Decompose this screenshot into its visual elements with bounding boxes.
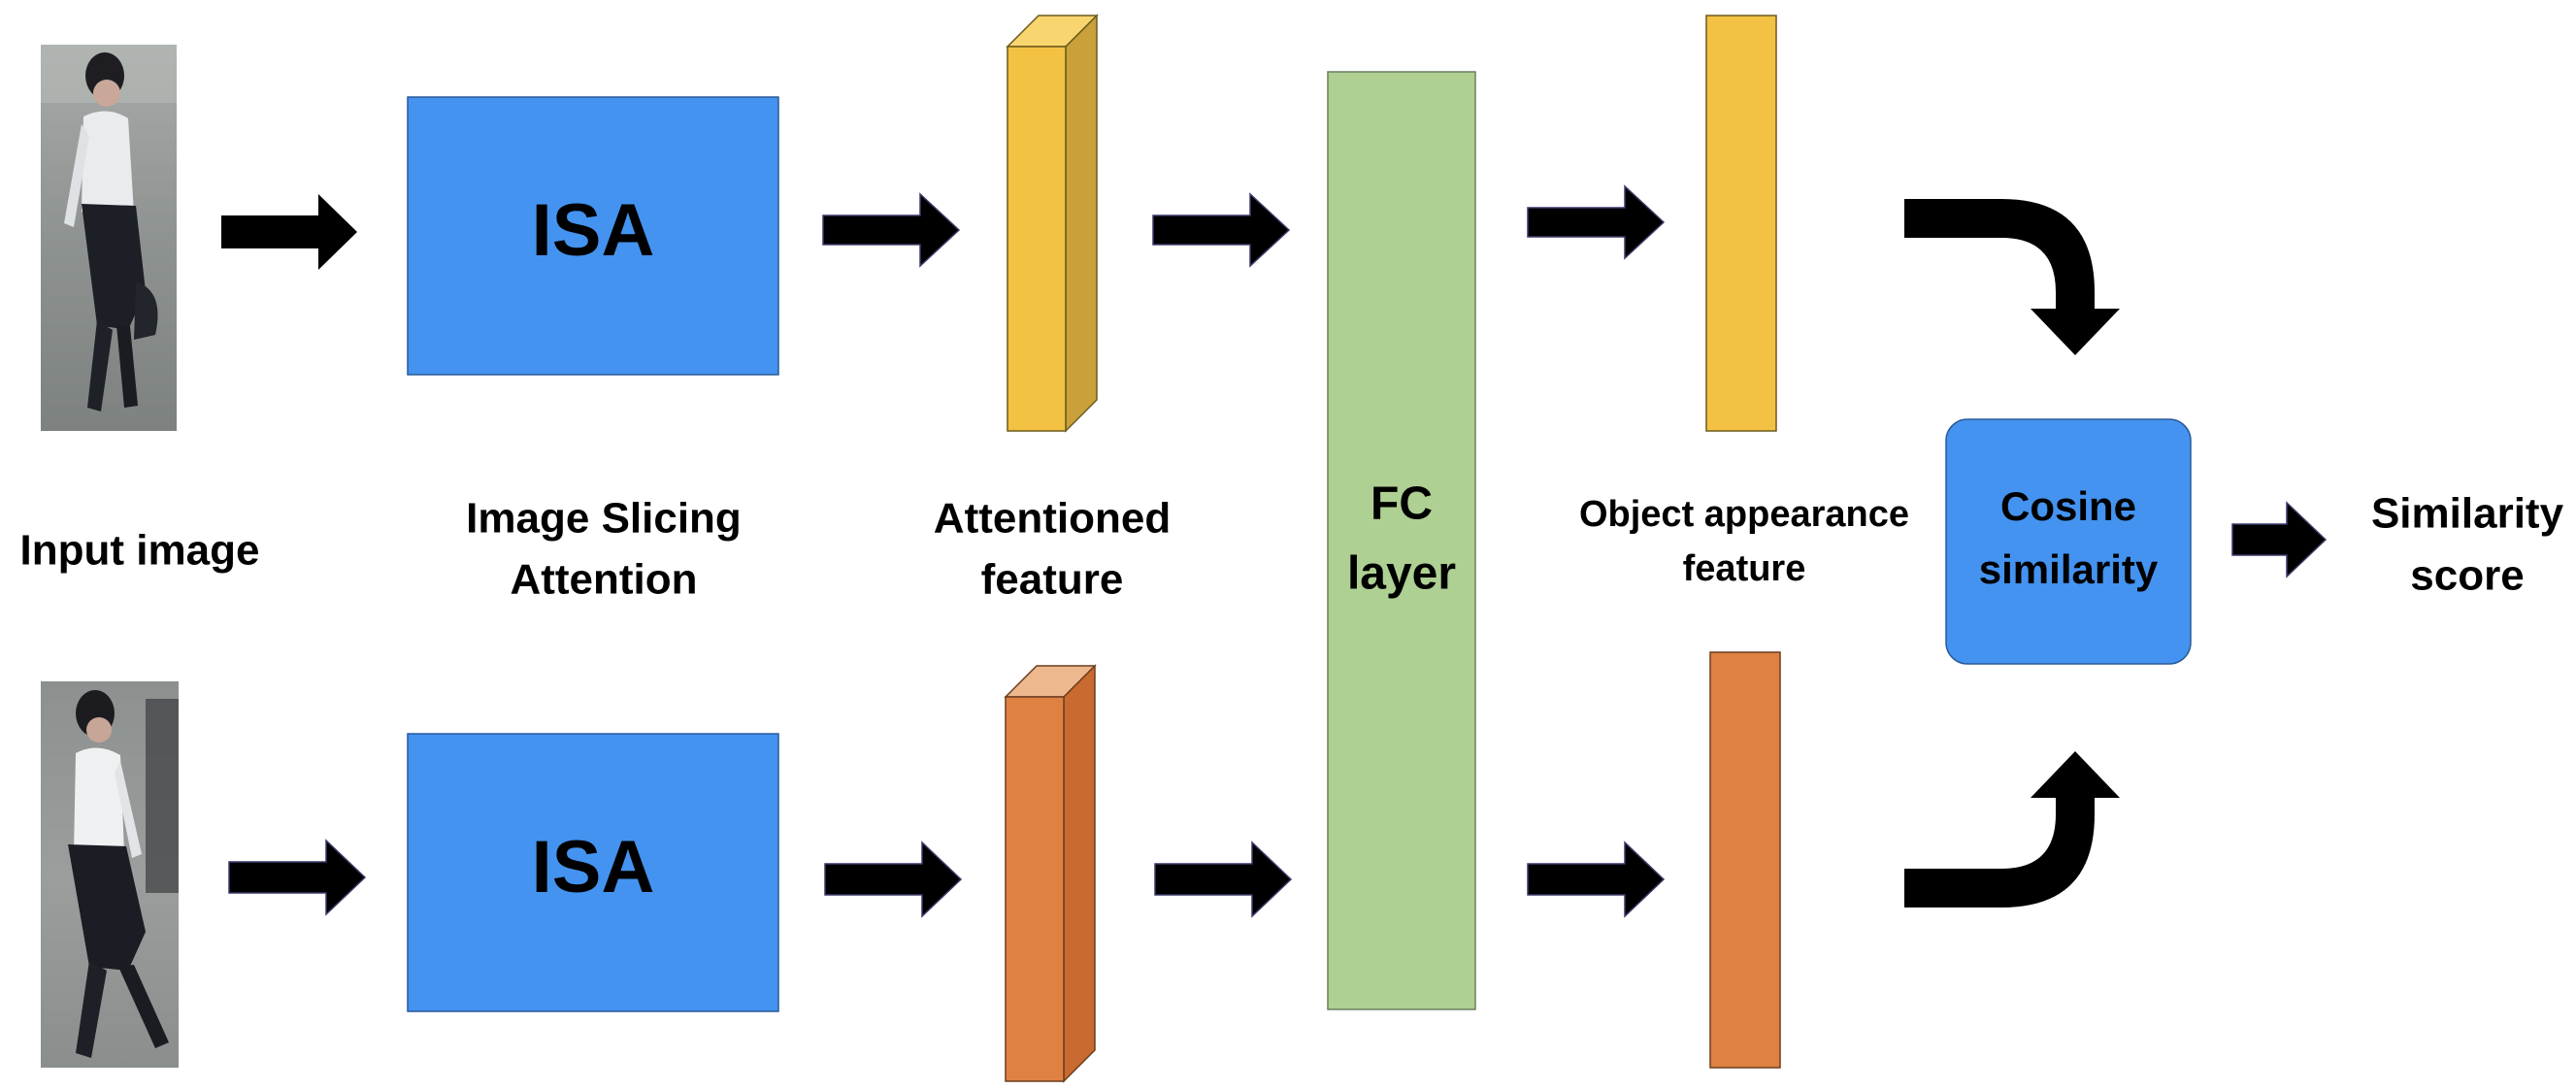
arrow-feature-to-fc-top: [1152, 192, 1291, 268]
attentioned-feature-top: [1006, 14, 1099, 433]
input-image-bottom: [41, 681, 179, 1068]
input-image-top: [41, 45, 177, 431]
isa-label-top: ISA: [532, 189, 655, 272]
attentioned-feature-bottom: [1004, 664, 1097, 1083]
appearance-feature-bottom: [1709, 651, 1781, 1069]
curved-arrow-top: [1904, 199, 2120, 355]
curved-arrow-bottom: [1904, 751, 2120, 908]
appearance-label-line2: feature: [1683, 548, 1806, 589]
isa-box-top: [407, 96, 779, 376]
input-image-label: Input image: [20, 527, 260, 575]
cosine-similarity-box: [1945, 418, 2192, 665]
fc-layer-box: [1327, 71, 1476, 1010]
attentioned-label-line1: Attentioned: [934, 495, 1171, 543]
pedestrian-photo-icon: [68, 690, 169, 1058]
appearance-label-line1: Object appearance: [1579, 494, 1909, 535]
image-slicing-label-line1: Image Slicing: [466, 495, 742, 543]
similarity-score-label-line2: score: [2410, 552, 2524, 600]
attentioned-label-line2: feature: [981, 556, 1124, 604]
arrow-feature-to-fc-bottom: [1154, 841, 1293, 918]
fc-label-line1: FC: [1371, 478, 1433, 530]
similarity-score-label-line1: Similarity: [2371, 490, 2564, 538]
cosine-label-line2: similarity: [1979, 546, 2159, 592]
pedestrian-photo-icon: [64, 52, 158, 412]
arrow-isa-to-feature-bottom: [824, 841, 963, 918]
arrow-fc-to-appearance-bottom: [1527, 841, 1666, 918]
arrow-cosine-to-score: [2231, 501, 2328, 578]
arrow-input-to-isa-top: [221, 194, 357, 270]
image-slicing-label-line2: Attention: [510, 556, 697, 604]
isa-box-bottom: [407, 733, 779, 1012]
isa-label-bottom: ISA: [532, 826, 655, 908]
cosine-label-line1: Cosine: [2000, 483, 2136, 529]
arrow-fc-to-appearance-top: [1527, 184, 1666, 260]
fc-label-line2: layer: [1347, 548, 1456, 600]
arrow-isa-to-feature-top: [822, 192, 961, 268]
arrow-input-to-isa-bottom: [228, 839, 367, 916]
appearance-feature-top: [1705, 15, 1777, 432]
